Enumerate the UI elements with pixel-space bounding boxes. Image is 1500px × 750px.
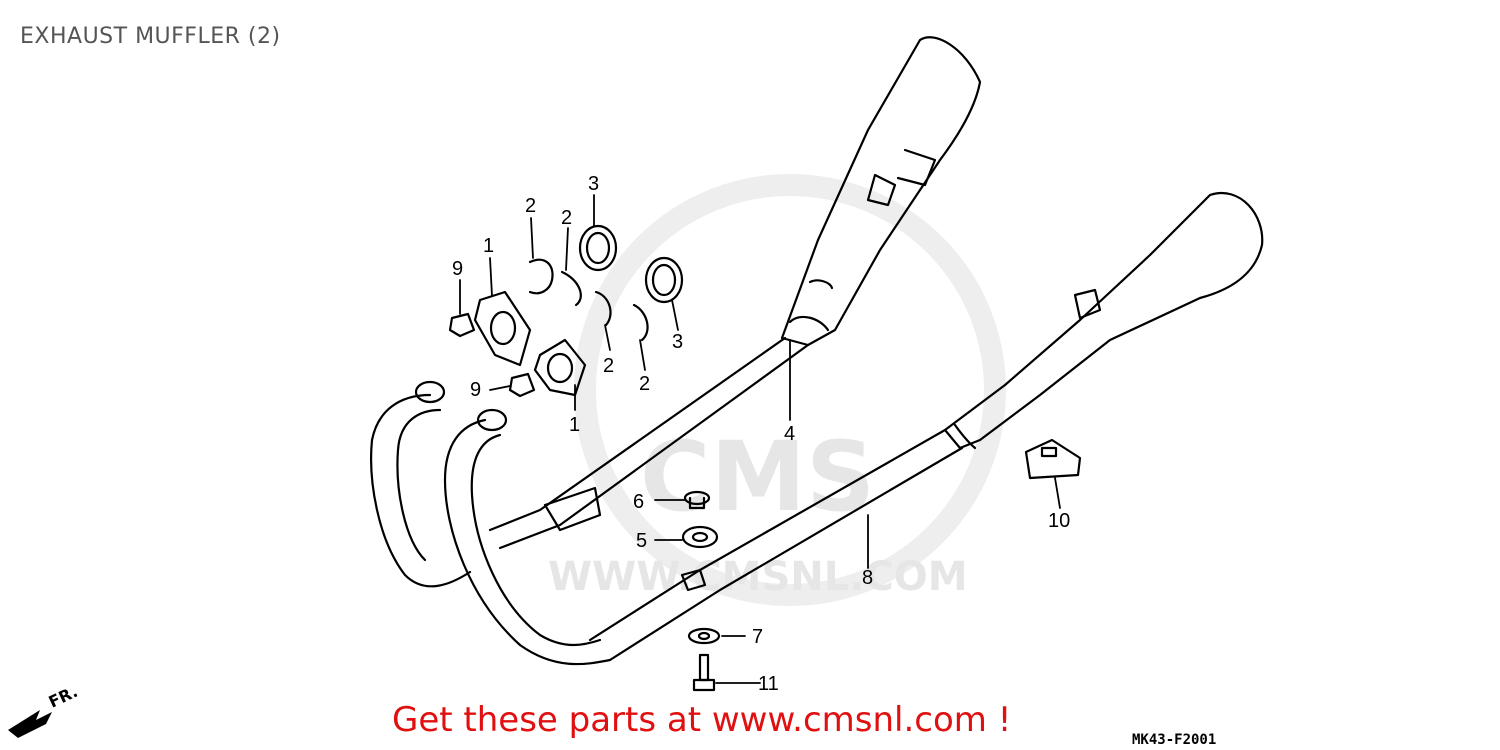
pipe-upper [370, 336, 810, 588]
muffler-upper [780, 36, 982, 347]
promo-link-text[interactable]: Get these parts at www.cmsnl.com ! [392, 700, 1012, 740]
front-direction-arrow-icon: FR. [8, 682, 81, 738]
callout-3: 3 [588, 173, 599, 195]
callout-2: 2 [639, 373, 650, 395]
callout-2: 2 [525, 195, 536, 217]
collar-parts [528, 258, 649, 342]
callout-9: 9 [452, 258, 463, 280]
callout-11: 11 [758, 673, 779, 695]
pipe-lower [443, 408, 964, 666]
muffler-lower [943, 192, 1264, 450]
callout-labels: 1 1 2 2 2 2 3 3 4 5 6 7 8 9 9 10 11 [452, 173, 1070, 695]
callout-leaders [459, 194, 1061, 684]
watermark: CMS WWW.CMSNL.COM [548, 174, 1006, 606]
callout-6: 6 [633, 491, 644, 513]
callout-8: 8 [862, 567, 873, 589]
callout-9: 9 [470, 379, 481, 401]
callout-4: 4 [784, 423, 795, 445]
callout-2: 2 [561, 207, 572, 229]
callout-3: 3 [672, 331, 683, 353]
nut-parts [448, 312, 536, 398]
mount-hardware [681, 438, 1082, 692]
watermark-logo-text: CMS [640, 421, 875, 533]
callout-7: 7 [752, 626, 763, 648]
watermark-url-text: WWW.CMSNL.COM [548, 554, 968, 600]
callout-1: 1 [483, 235, 494, 257]
gasket-parts [578, 224, 684, 304]
callout-10: 10 [1048, 510, 1070, 532]
page-title: EXHAUST MUFFLER (2) [20, 24, 281, 49]
callout-5: 5 [636, 530, 647, 552]
callout-2: 2 [603, 355, 614, 377]
direction-label: FR. [46, 682, 81, 712]
diagram-code: MK43-F2001 [1132, 732, 1217, 748]
callout-1: 1 [569, 414, 580, 436]
